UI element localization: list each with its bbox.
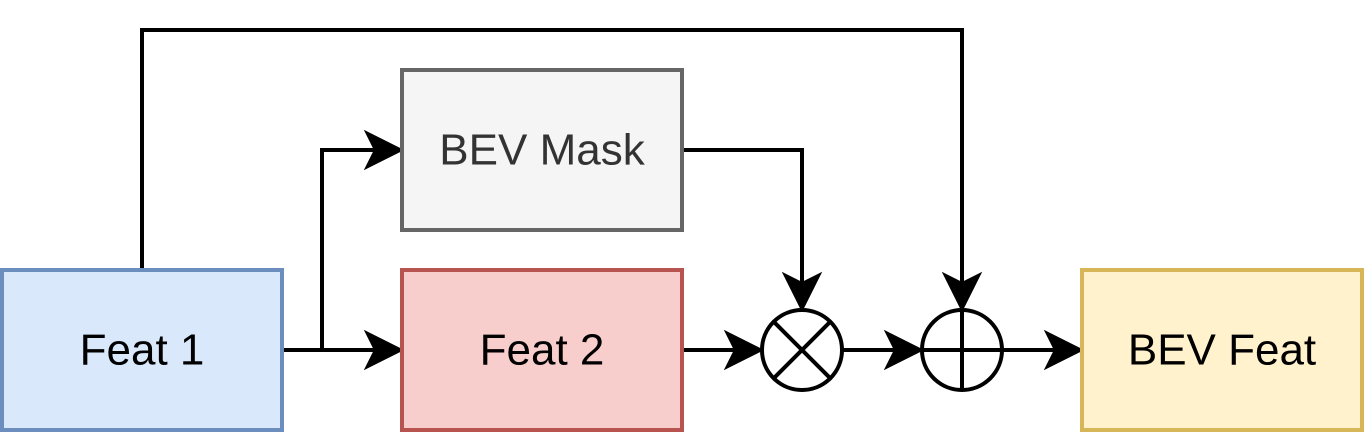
arrowhead-bevfeat (1043, 329, 1085, 371)
multiply-icon (760, 308, 844, 392)
node-feat1-label: Feat 1 (80, 326, 205, 375)
arrowhead-feat2 (363, 329, 405, 371)
node-bev-feat-box (1080, 268, 1364, 432)
arrowhead-bevmask (363, 129, 405, 171)
edges (140, 28, 1054, 352)
arrowhead-add-left (883, 329, 925, 371)
node-feat2: Feat 2 (400, 268, 684, 432)
arrowhead-multiply-top (781, 271, 823, 313)
edge-bevmask-to-multiply (683, 148, 804, 282)
node-feat1-box (0, 268, 284, 432)
plus-circle-icon (920, 308, 1004, 392)
edge-feat1-to-add (140, 28, 964, 282)
node-bev-mask: BEV Mask (400, 68, 684, 232)
edge-feat1-to-bevmask (320, 148, 374, 350)
arrowheads (363, 129, 1085, 371)
node-bev-mask-box (400, 68, 684, 232)
node-feat2-label: Feat 2 (480, 326, 605, 375)
node-feat1: Feat 1 (0, 268, 284, 432)
node-feat2-box (400, 268, 684, 432)
node-bev-feat: BEV Feat (1080, 268, 1364, 432)
node-bev-feat-label: BEV Feat (1128, 326, 1316, 375)
arrowhead-multiply-left (723, 329, 765, 371)
node-bev-mask-label: BEV Mask (439, 126, 645, 175)
arrowhead-add-top (941, 271, 983, 313)
